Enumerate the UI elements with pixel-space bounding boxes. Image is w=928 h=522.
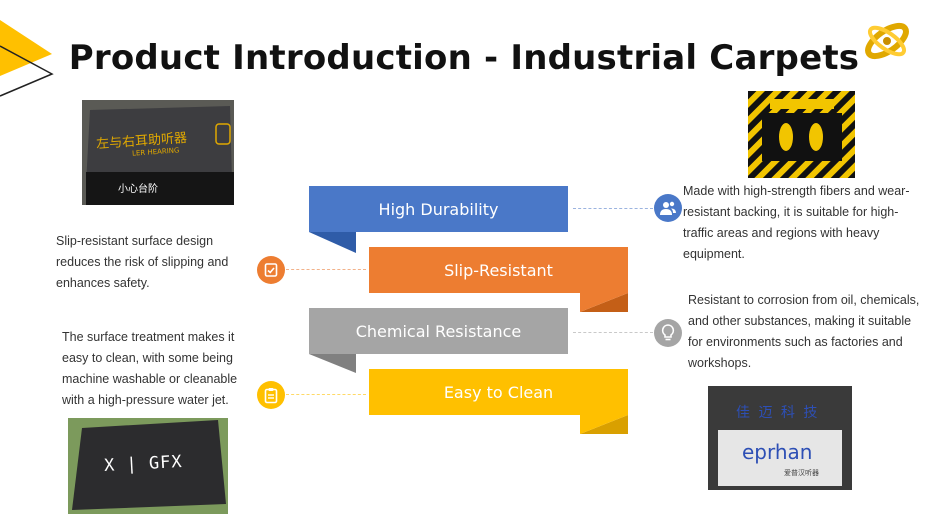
photo-hearing-mat: 左与右耳助听器 LER HEARING 小心台阶 (82, 100, 234, 205)
band-fold (580, 415, 628, 434)
band-slip-resistant: Slip-Resistant (369, 247, 628, 293)
band-label: Chemical Resistance (355, 321, 522, 341)
band-label: Easy to Clean (443, 382, 554, 402)
band-label: High Durability (378, 199, 499, 219)
band-fold (309, 232, 356, 253)
lightbulb-icon (654, 319, 682, 347)
connector-durability (573, 208, 653, 209)
photo-eprhan-mat: 佳 迈 科 技 eprhan 爱普汉听器 (708, 386, 852, 490)
photo-xgfx-mat: X | GFX (68, 418, 228, 514)
corner-arrow-decoration (0, 20, 54, 97)
mat-text: 爱普汉听器 (784, 469, 819, 477)
description-clean: The surface treatment makes it easy to c… (62, 330, 238, 407)
band-chemical-resistance: Chemical Resistance (309, 308, 568, 354)
logo-icon (865, 22, 909, 60)
connector-slip (286, 269, 366, 270)
band-fold (580, 293, 628, 312)
mat-text: 小心台阶 (118, 184, 158, 195)
band-high-durability: High Durability (309, 186, 568, 232)
connector-clean (286, 394, 366, 395)
band-fold (309, 354, 356, 373)
mat-text: X | GFX (103, 451, 184, 477)
photo-safety-mat (748, 91, 855, 178)
mat-text: eprhan (742, 440, 813, 464)
band-label: Slip-Resistant (444, 260, 553, 280)
users-icon (654, 194, 682, 222)
description-chemical: Resistant to corrosion from oil, chemica… (688, 293, 920, 370)
band-easy-to-clean: Easy to Clean (369, 369, 628, 415)
page-title: Product Introduction - Industrial Carpet… (68, 38, 860, 78)
clipboard-icon (257, 381, 285, 409)
shield-check-icon (257, 256, 285, 284)
description-slip: Slip-resistant surface design reduces th… (56, 234, 229, 290)
mat-text: 佳 迈 科 技 (736, 405, 820, 421)
description-durability: Made with high-strength fibers and wear-… (683, 184, 910, 261)
connector-chemical (573, 332, 653, 333)
